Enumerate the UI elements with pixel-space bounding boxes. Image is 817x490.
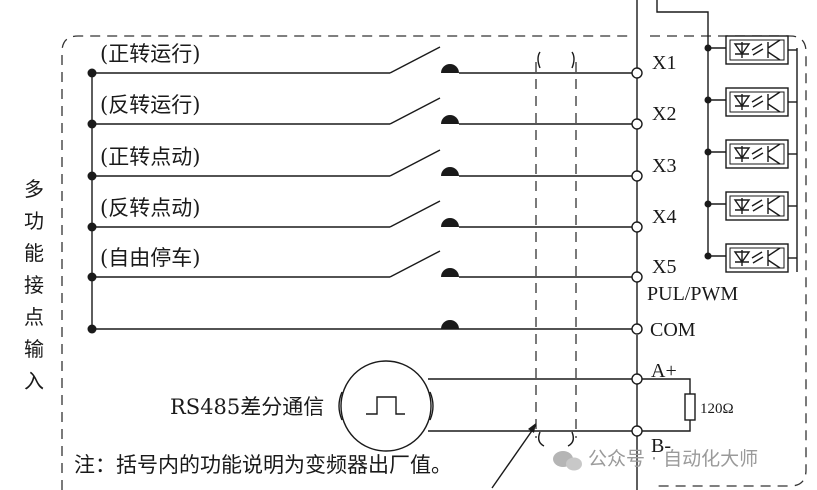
optocoupler [704, 191, 797, 221]
optocoupler [704, 243, 797, 273]
side-label-char: 多 [24, 177, 44, 201]
terminal-b-minus: B- [651, 435, 671, 457]
terminal-pul-pwm: PUL/PWM [647, 283, 738, 305]
terminal-a-plus-circle [631, 373, 643, 385]
switch-label: (反转点动) [100, 196, 200, 220]
switch-contact [389, 200, 441, 228]
square-wave-icon [366, 396, 405, 415]
optocoupler [704, 35, 797, 65]
switch-contact [389, 97, 441, 125]
footnote: 注：括号内的功能说明为变频器出厂值。 [74, 453, 452, 477]
rs485-signal-circle [340, 360, 432, 452]
terminal-com: COM [650, 319, 696, 341]
rs485-section: RS485差分通信 A+ B- 120Ω [170, 360, 734, 457]
shield-cable [535, 51, 577, 447]
optocoupler [704, 87, 797, 117]
side-label-char: 点 [24, 305, 44, 329]
bus-junction-dot [87, 119, 97, 129]
watermark: 公众号 · 自动化大师 [553, 448, 758, 471]
resistor-label: 120Ω [700, 401, 734, 417]
top-feed-line-2 [656, 0, 709, 48]
contact-terminal [441, 268, 459, 277]
contact-terminal [441, 115, 459, 124]
switch-label: (正转点动) [100, 145, 200, 169]
side-label-char: 入 [24, 369, 44, 393]
wechat-icon [553, 451, 582, 471]
bus-junction-dot [87, 68, 97, 78]
side-label-char: 接 [24, 273, 44, 297]
optocoupler [704, 139, 797, 169]
optocoupler-group [704, 35, 798, 273]
terminal-label: X1 [652, 52, 676, 74]
contact-terminal [441, 167, 459, 176]
side-label-char: 能 [24, 241, 44, 265]
switch-row: (自由停车) X5 [87, 246, 676, 283]
switch-contact [389, 46, 441, 74]
side-label-char: 输 [24, 337, 44, 361]
bus-junction-dot [87, 222, 97, 232]
terminal-circle [631, 170, 643, 182]
contact-terminal [441, 64, 459, 73]
switch-row: (正转点动) X3 [87, 145, 676, 222]
switch-row: (反转运行) X2 [87, 93, 676, 171]
terminal-label: X2 [652, 103, 676, 125]
contact-terminal [441, 218, 459, 227]
svg-text:公众号 · 自动化大师: 公众号 · 自动化大师 [588, 448, 758, 470]
switch-label: (正转运行) [100, 42, 200, 66]
switch-contact [389, 149, 441, 177]
switch-row: (正转运行) X1 [87, 42, 676, 119]
terminal-circle [631, 221, 643, 233]
terminal-b-minus-circle [631, 425, 643, 437]
terminal-circle [631, 118, 643, 130]
switch-rows: (正转运行) X1 (反转运行) X2 (正转点动) X3 (反转点动) X4 (自由停车) X5 [87, 42, 676, 324]
switch-contact [389, 250, 441, 278]
switch-label: (自由停车) [100, 246, 200, 270]
side-label-char: 功 [24, 209, 44, 233]
terminal-label: X3 [652, 155, 676, 177]
bus-junction-dot [87, 171, 97, 181]
com-row: COM [87, 319, 696, 341]
dashed-enclosure [61, 35, 807, 490]
bus-junction-dot [87, 272, 97, 282]
switch-label: (反转运行) [100, 93, 200, 117]
termination-resistor [684, 393, 696, 421]
terminal-label: X5 [652, 256, 676, 278]
terminal-com-circle [631, 323, 643, 335]
terminal-a-plus: A+ [651, 360, 677, 382]
rs485-label: RS485差分通信 [170, 395, 324, 419]
terminal-label: X4 [652, 206, 676, 228]
terminal-circle [631, 271, 643, 283]
terminal-circle [631, 67, 643, 79]
switch-row: (反转点动) X4 [87, 196, 676, 272]
shield-pointer-arrow [491, 423, 537, 489]
